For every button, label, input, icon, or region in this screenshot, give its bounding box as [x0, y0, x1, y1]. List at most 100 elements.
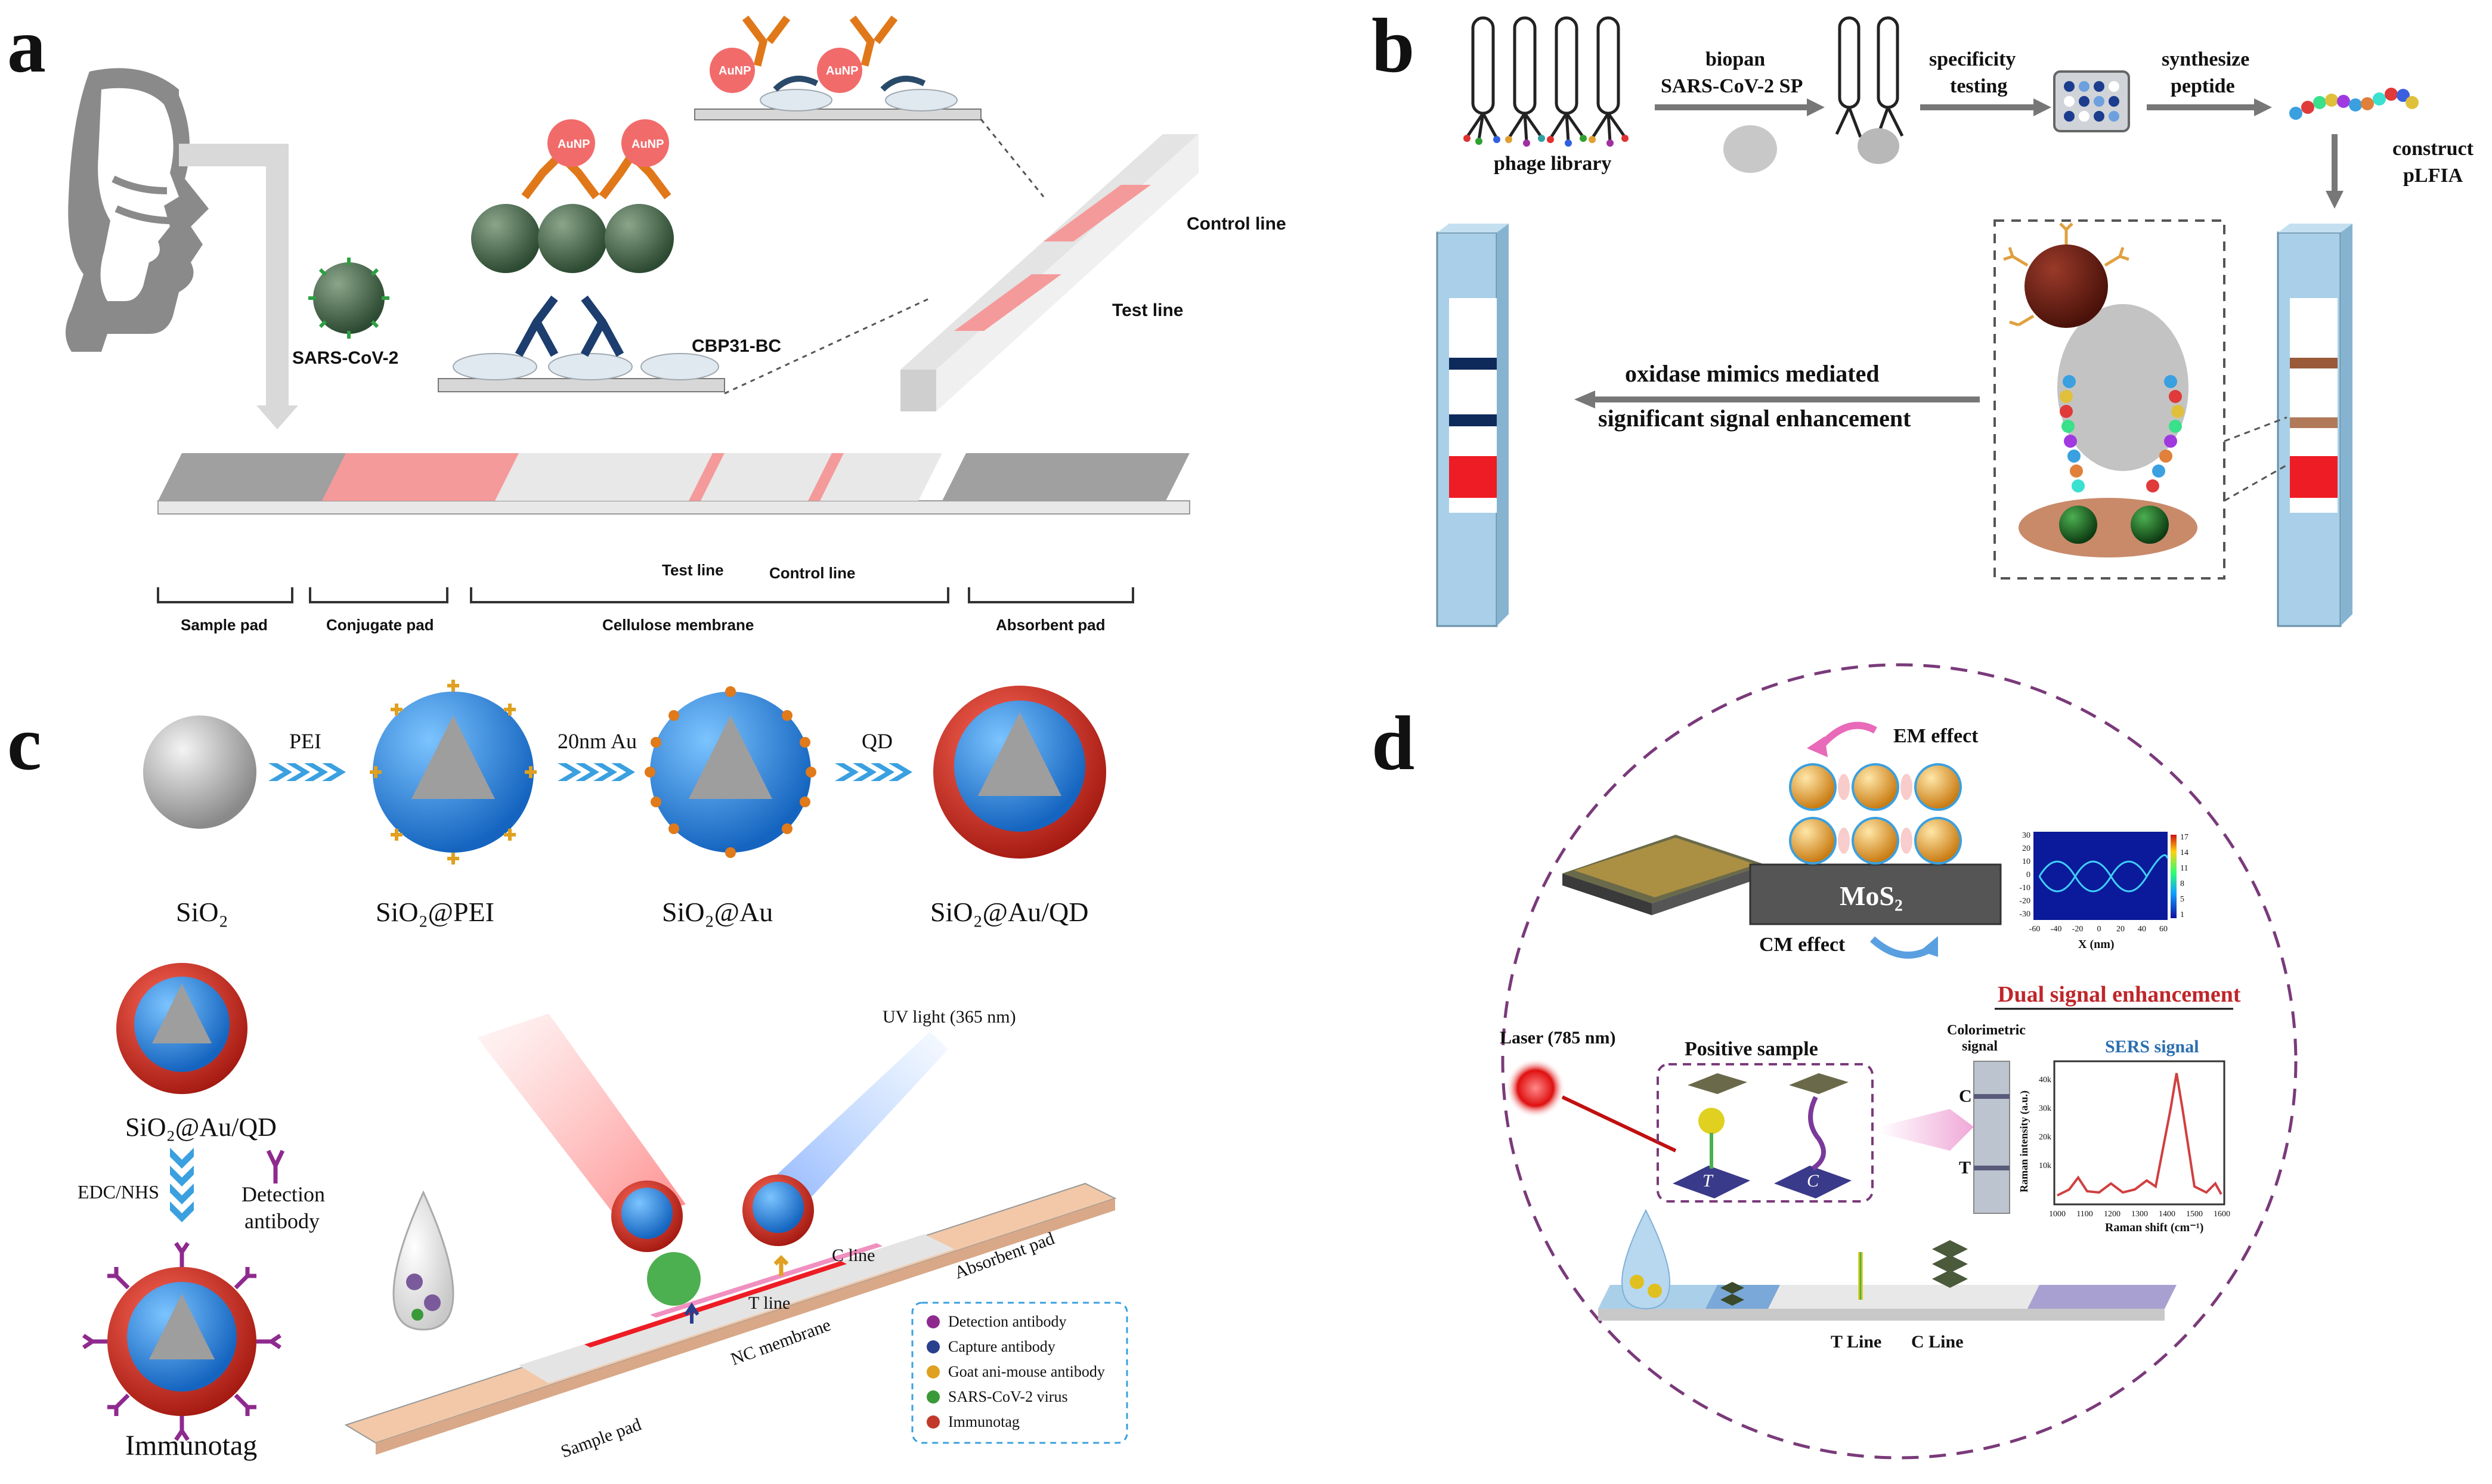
legend-label: Detection antibody: [948, 1313, 1067, 1330]
sio2-pei-sphere: [370, 680, 537, 865]
heatmap-colorbar-tick: 14: [2180, 848, 2188, 857]
label-raman-x: Raman shift (cm⁻¹): [2105, 1221, 2203, 1234]
lateral-flow-strip-c: [344, 1182, 1117, 1455]
label-conjugate-pad: Conjugate pad: [326, 616, 434, 634]
arrow-construct: [2326, 134, 2344, 209]
arrow-specificity: [1920, 98, 2051, 116]
arrow-biopan: [1655, 98, 1825, 116]
label-sio2: SiO₂: [176, 897, 228, 927]
heatmap-x-tick: -60: [2029, 925, 2041, 934]
raman-x-tick: 1100: [2076, 1210, 2092, 1219]
label-specificity-1: specificity: [1929, 48, 2016, 70]
heatmap-x-tick: 0: [2097, 925, 2101, 934]
panel-letter-b: b: [1372, 3, 1414, 89]
label-cbp31-bc: CBP31-BC: [692, 336, 781, 356]
label-test-line-small: Test line: [662, 561, 724, 579]
label-control-line-small: Control line: [769, 564, 855, 582]
heatmap-y-tick: 10: [2022, 857, 2030, 866]
label-cm-effect: CM effect: [1759, 934, 1846, 956]
chevrons-down: [170, 1148, 194, 1222]
sers-chart: [2053, 1060, 2225, 1206]
label-sio2-au: SiO₂@Au: [662, 897, 773, 927]
label-pei: PEI: [289, 729, 321, 753]
dashed-circle-d: [1501, 663, 2298, 1460]
label-sio2-pei: SiO₂@PEI: [376, 897, 494, 927]
heatmap-x-tick: -40: [2051, 925, 2062, 934]
legend-swatch: [927, 1365, 940, 1378]
label-dual-signal: Dual signal enhancement: [1998, 982, 2241, 1007]
sars-cov-2-virus-icon: [308, 258, 389, 339]
phage-tips: [1463, 135, 1629, 147]
label-detection-1: Detection: [242, 1182, 325, 1206]
heatmap-x-tick: -20: [2072, 925, 2084, 934]
heatmap-y-tick: 0: [2026, 870, 2030, 879]
label-oxidase-2: significant signal enhancement: [1598, 405, 1911, 432]
label-aunp-3: AuNP: [719, 64, 751, 78]
label-absorbent-pad-a: Absorbent pad: [996, 616, 1105, 634]
c-probe: [1774, 1073, 1852, 1198]
sio2-au-sphere: [645, 686, 816, 858]
sio2-sphere: [143, 715, 256, 829]
label-specificity-2: testing: [1950, 75, 2007, 97]
sample-droplet-c: [392, 1190, 454, 1331]
label-laser: Laser (785 nm): [1500, 1028, 1615, 1048]
sio2-au-qd-small: [116, 963, 247, 1094]
legend-label: Immunotag: [948, 1413, 1020, 1430]
sample-droplet-d: [1621, 1209, 1671, 1310]
heatmap-y-tick: 20: [2022, 844, 2030, 853]
raman-x-tick: 1200: [2104, 1210, 2120, 1219]
sample-flow-arrow: [179, 144, 289, 405]
label-c-line-d: C Line: [1911, 1332, 1964, 1352]
heatmap-x-tick: 20: [2116, 925, 2125, 934]
result-arrow: [1878, 1109, 1974, 1151]
heatmap-y-tick: 30: [2022, 831, 2030, 840]
label-qd: QD: [862, 729, 893, 753]
zoomed-strip: [900, 134, 1199, 411]
raman-y-tick: 40k: [2039, 1076, 2051, 1085]
raman-x-tick: 1500: [2186, 1210, 2203, 1219]
lateral-flow-strip-d: [1598, 1240, 2177, 1321]
label-test-line: Test line: [1112, 300, 1183, 320]
raman-y-tick: 20k: [2039, 1133, 2051, 1142]
label-t-probe: T: [1702, 1171, 1714, 1191]
label-biopan-2: SARS-CoV-2 SP: [1661, 75, 1803, 97]
legend-swatch: [927, 1340, 940, 1353]
mos2-substrate: [1749, 863, 2002, 925]
raman-y-tick: 10k: [2039, 1161, 2051, 1170]
label-sers-signal: SERS signal: [2105, 1037, 2199, 1057]
legend-label: Capture antibody: [948, 1338, 1055, 1355]
chevrons-qd: [835, 763, 912, 781]
label-sio2-au-qd: SiO₂@Au/QD: [930, 897, 1088, 927]
panel-b: b phage library biopan SARS-CoV-2 SP: [1372, 3, 2474, 627]
label-uv-light: UV light (365 nm): [883, 1007, 1016, 1027]
panel-c: c PEI 20nm Au: [7, 680, 1128, 1462]
label-c-line-c: C line: [832, 1246, 875, 1265]
em-effect-arrow: [1819, 721, 1877, 748]
label-raman-y: Raman intensity (a.u.): [2018, 1090, 2030, 1192]
heatmap-colorbar-tick: 17: [2180, 833, 2188, 842]
strip-brackets: [157, 587, 1134, 603]
heatmap-x-tick: 60: [2159, 925, 2168, 934]
nanoparticle-array: [1562, 835, 1765, 915]
spike-protein-icon: [1723, 125, 1777, 173]
label-control-line: Control line: [1187, 214, 1286, 234]
label-c-mark: C: [1959, 1086, 1972, 1106]
field-heatmap: [2033, 832, 2177, 920]
label-phage-library: phage library: [1494, 153, 1611, 175]
heatmap-y-tick: -20: [2019, 897, 2030, 906]
raman-x-tick: 1400: [2159, 1210, 2175, 1219]
red-light-beam: [477, 1014, 686, 1222]
strip-right-b: [2277, 224, 2352, 627]
capture-complex-small: AuNP AuNP: [694, 16, 982, 120]
panel-d: d MoS₂ EM effect CM effe: [1372, 663, 2298, 1460]
immunotag-on-strip-2: [742, 1175, 814, 1276]
selected-phage-icon: [1835, 16, 1904, 138]
cm-effect-arrow: [1869, 936, 1934, 959]
immunotag-large: [82, 1242, 281, 1441]
